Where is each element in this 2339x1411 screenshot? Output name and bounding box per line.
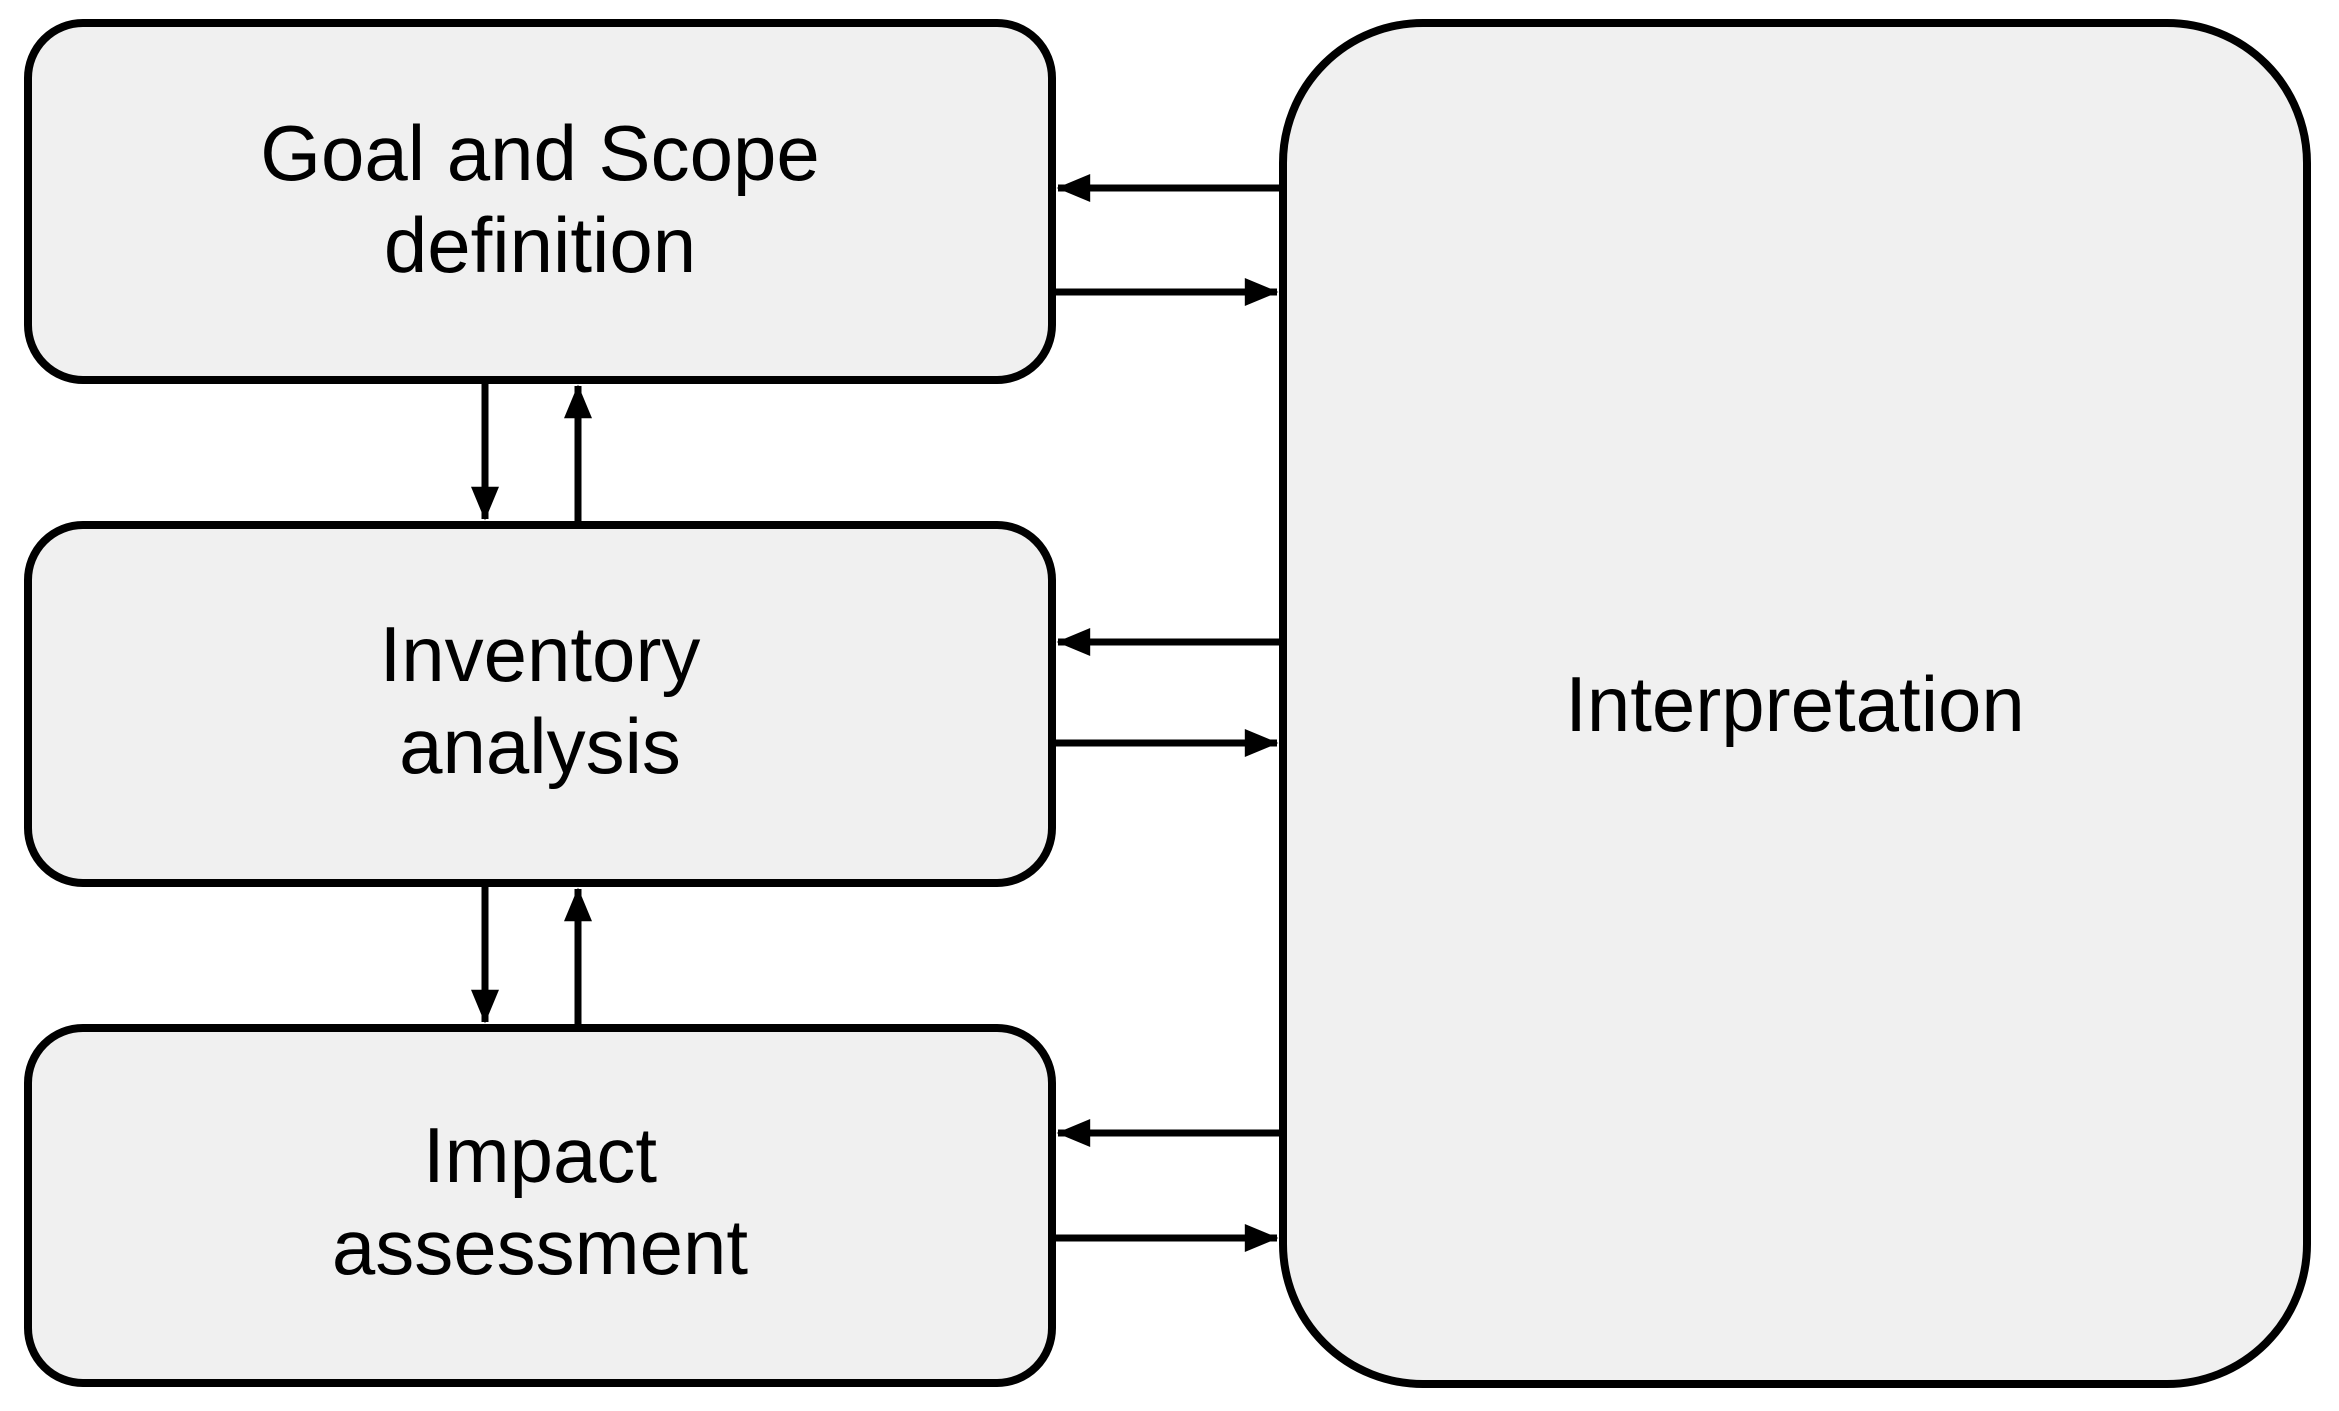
goal-and-scope-label-line1: Goal and Scope [260,109,819,197]
impact-assessment-label-line1: Impact [423,1111,657,1199]
node-inventory-analysis-box [24,521,1056,887]
interpretation-label: Interpretation [1565,660,2025,748]
impact-assessment-label-line2: assessment [332,1203,748,1291]
goal-and-scope-label-line2: definition [384,201,696,289]
node-goal-and-scope-box [24,19,1056,384]
node-interpretation-box [1279,19,2311,1388]
inventory-analysis-label-line1: Inventory [380,610,701,698]
node-impact-assessment-box [24,1024,1056,1387]
inventory-analysis-label-line2: analysis [399,702,681,790]
